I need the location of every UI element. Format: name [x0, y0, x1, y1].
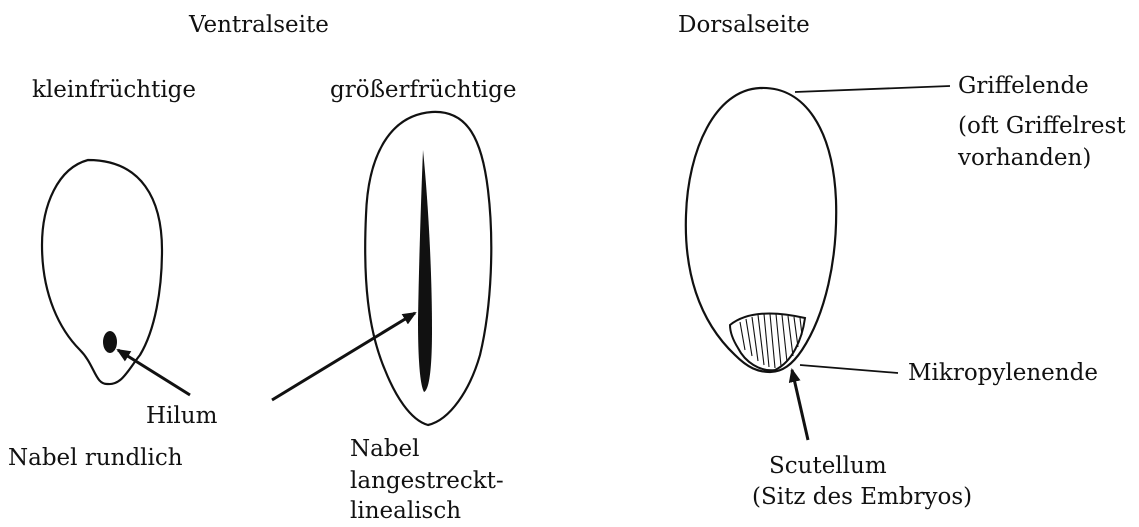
mikropylenende-leader	[800, 365, 898, 373]
small-seed-caption: Nabel rundlich	[8, 442, 183, 474]
dorsal-heading: Dorsalseite	[678, 9, 810, 41]
griffelrest-label-line2: vorhanden)	[958, 142, 1091, 174]
griffelende-leader	[795, 86, 950, 92]
large-seed-linear-hilum	[418, 150, 432, 392]
small-seed-outline	[42, 160, 162, 384]
small-fruited-subtitle: kleinfrüchtige	[32, 74, 196, 106]
large-seed-caption-line2: langestreckt-	[350, 465, 504, 497]
ventral-heading: Ventralseite	[189, 9, 329, 41]
griffelrest-label-line1: (oft Griffelrest	[958, 110, 1126, 142]
hilum-label: Hilum	[146, 400, 217, 432]
large-fruited-subtitle: größerfrüchtige	[330, 74, 516, 106]
scutellum-label: Scutellum	[769, 450, 887, 482]
scutellum-hatching	[740, 314, 802, 368]
dorsal-seed-outline	[686, 88, 836, 372]
scutellum-sublabel: (Sitz des Embryos)	[752, 481, 972, 513]
small-seed-hilum-dot	[103, 331, 117, 353]
mikropylenende-label: Mikropylenende	[908, 357, 1098, 389]
griffelende-label: Griffelende	[958, 70, 1089, 102]
large-seed-caption-line1: Nabel	[350, 433, 420, 465]
large-seed-caption-line3: linealisch	[350, 495, 461, 527]
hilum-arrow-small	[118, 350, 190, 395]
scutellum-arrow	[792, 370, 808, 440]
